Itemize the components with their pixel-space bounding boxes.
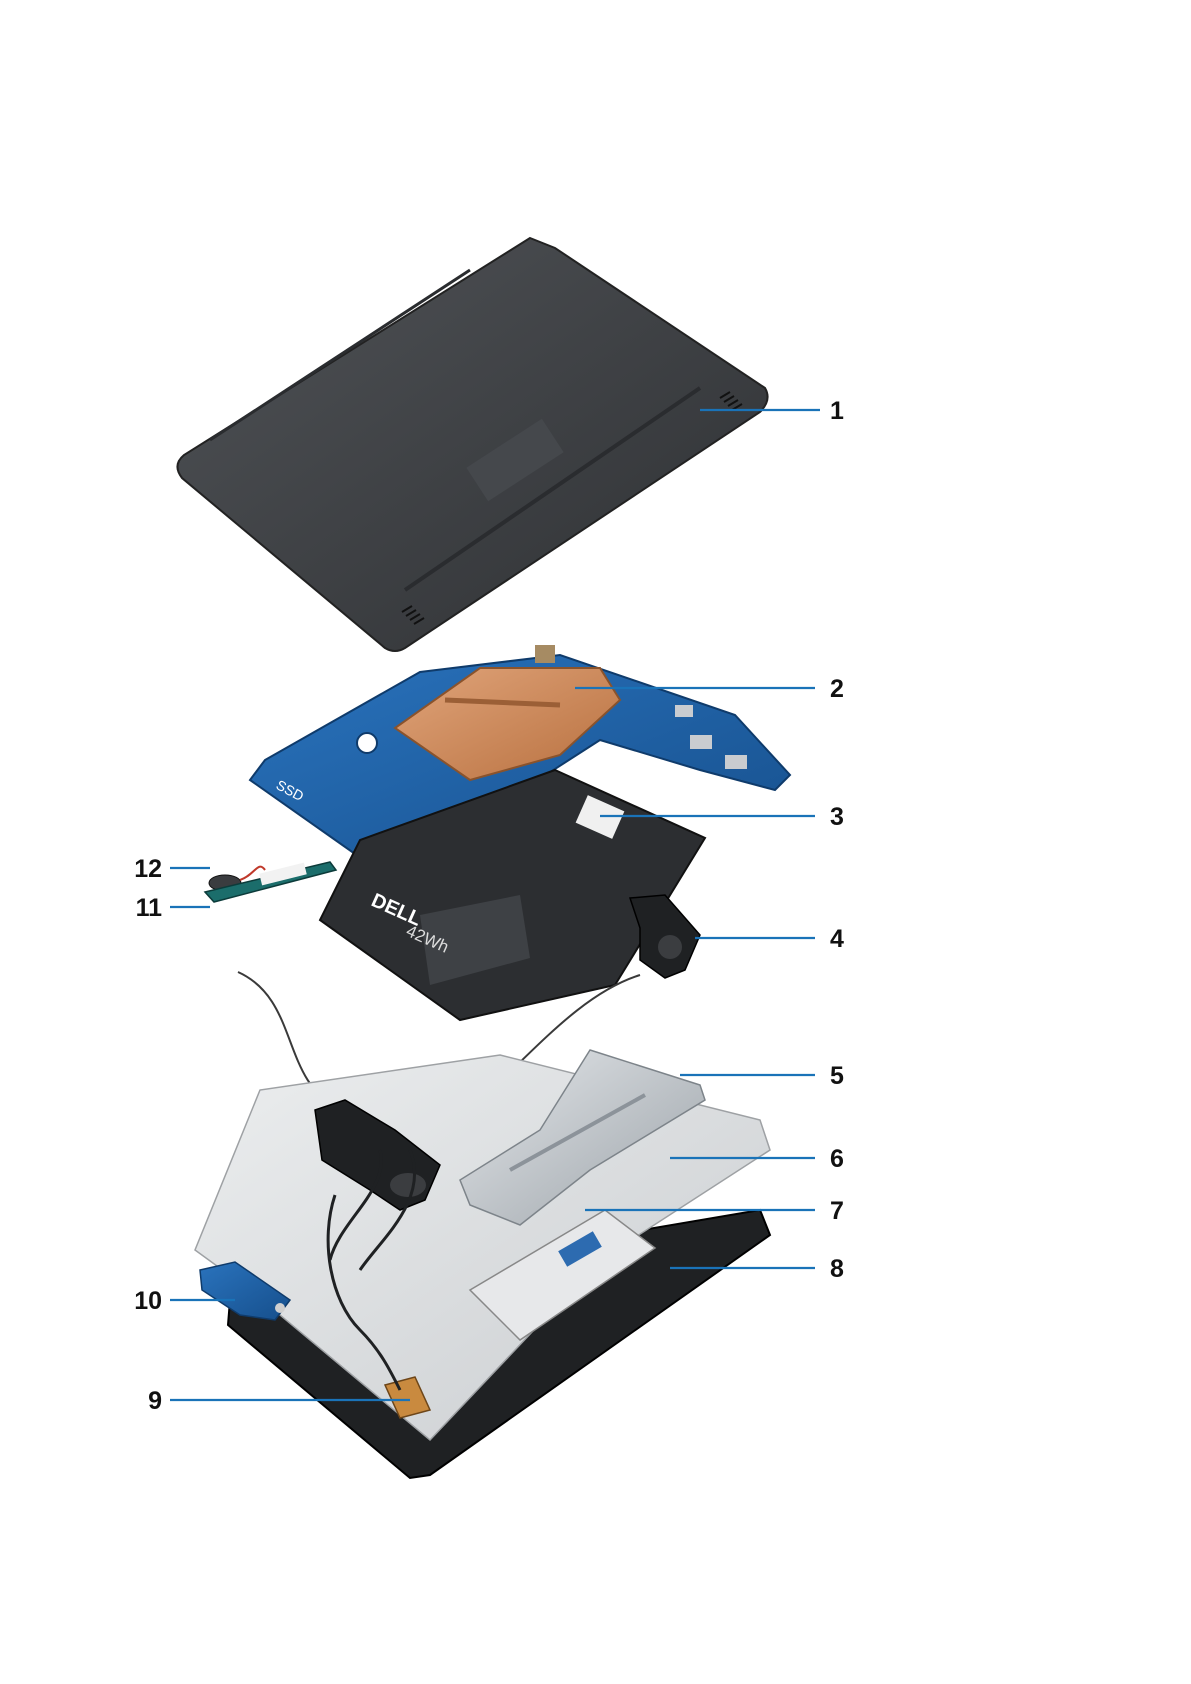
callout-3-number: 3 xyxy=(830,803,844,831)
callout-4-number: 4 xyxy=(830,925,844,953)
dc-in-port xyxy=(535,645,555,663)
callout-6-number: 6 xyxy=(830,1145,844,1173)
callout-2-number: 2 xyxy=(830,675,844,703)
base-cover xyxy=(177,238,767,651)
callout-12-number: 12 xyxy=(134,855,162,883)
callout-5: 5 xyxy=(680,1062,844,1090)
palmrest-assembly xyxy=(195,1055,770,1478)
callout-9-number: 9 xyxy=(148,1387,162,1415)
speaker-right xyxy=(630,895,700,978)
callout-11-number: 11 xyxy=(136,894,163,922)
callout-7-number: 7 xyxy=(830,1197,844,1225)
usb-port xyxy=(690,735,712,749)
callout-12: 12 xyxy=(134,855,210,883)
usb-port xyxy=(725,755,747,769)
callout-10-number: 10 xyxy=(134,1287,162,1315)
callout-5-number: 5 xyxy=(830,1062,844,1090)
callout-4: 4 xyxy=(695,925,844,953)
callout-11: 11 xyxy=(136,894,210,922)
dell-logo-icon xyxy=(357,733,377,753)
callout-1-number: 1 xyxy=(830,397,844,425)
callout-8-number: 8 xyxy=(830,1255,844,1283)
usb-port xyxy=(675,705,693,717)
